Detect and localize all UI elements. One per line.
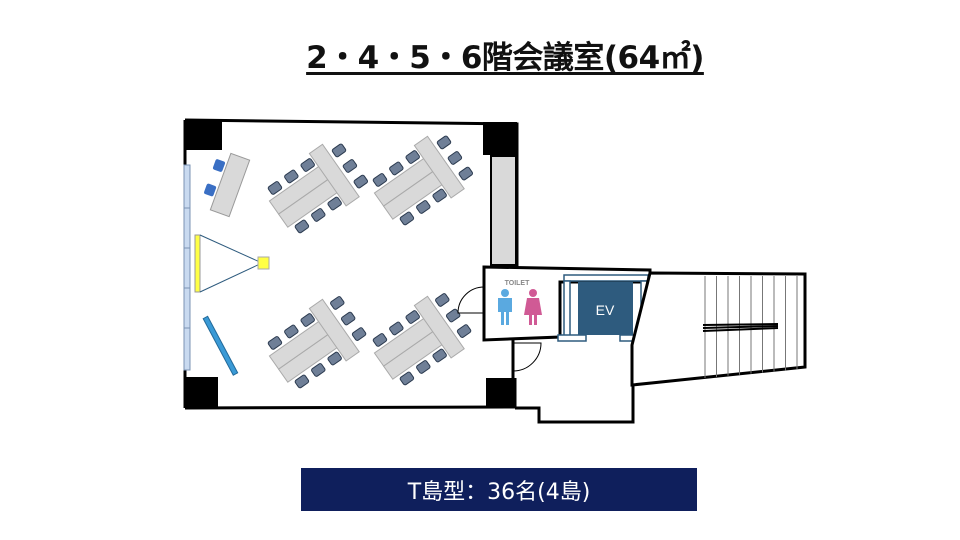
chair <box>372 333 388 347</box>
chair <box>284 324 299 339</box>
table-islands <box>267 135 474 389</box>
corridor-door <box>512 342 542 372</box>
chair <box>389 161 404 176</box>
window <box>183 164 191 371</box>
chair <box>311 208 326 222</box>
elevator-label: EV <box>596 302 615 318</box>
presenter-chair <box>212 159 226 172</box>
whiteboard <box>202 315 239 376</box>
projection-screen <box>194 234 201 293</box>
chair <box>399 211 415 226</box>
table-island <box>267 143 369 234</box>
chair <box>300 313 315 327</box>
chair <box>327 351 342 366</box>
stairs <box>630 271 807 387</box>
chair <box>432 348 447 363</box>
table <box>308 143 360 207</box>
chair <box>458 166 474 181</box>
chair <box>331 143 347 158</box>
female-toilet-icon <box>524 289 542 325</box>
chair <box>294 219 310 234</box>
chair <box>389 321 404 336</box>
chair <box>340 311 356 326</box>
pillars <box>185 120 517 408</box>
chair <box>284 169 299 184</box>
chair <box>456 324 472 338</box>
layout-banner: T島型：36名(4島) <box>301 468 697 511</box>
chair <box>416 360 431 374</box>
presenter-chair <box>204 183 217 197</box>
chair <box>267 336 283 350</box>
table <box>308 298 360 362</box>
elevator <box>578 282 633 335</box>
storage-column <box>490 155 517 266</box>
chair <box>436 135 452 150</box>
chair <box>435 293 450 307</box>
chair <box>405 150 420 164</box>
table-island <box>267 296 367 389</box>
table-island <box>372 135 474 226</box>
chair <box>327 196 342 211</box>
chair <box>342 159 358 173</box>
corridor <box>511 340 635 424</box>
presenter-desk <box>204 152 251 218</box>
chair <box>267 181 283 195</box>
chair <box>311 363 326 377</box>
chair <box>353 174 369 189</box>
male-toilet-icon <box>498 289 512 325</box>
toilet-label: TOILET <box>505 280 530 287</box>
page-title: 2・4・5・6階会議室(64㎡) <box>306 40 704 76</box>
chair <box>294 374 310 389</box>
chair <box>372 173 388 187</box>
stair-handrail <box>702 323 779 332</box>
table <box>413 135 465 199</box>
chair <box>330 296 345 310</box>
chair <box>447 151 463 165</box>
chair <box>399 371 415 386</box>
chair <box>416 200 431 214</box>
table-island <box>372 293 472 386</box>
chair <box>432 188 447 203</box>
chair <box>405 310 420 324</box>
toilet-room <box>482 265 652 342</box>
toilet-door <box>457 286 485 314</box>
chair <box>300 158 315 172</box>
table <box>413 295 465 359</box>
projection-beam <box>199 234 264 293</box>
projector-icon <box>257 256 270 270</box>
chair <box>351 327 367 341</box>
